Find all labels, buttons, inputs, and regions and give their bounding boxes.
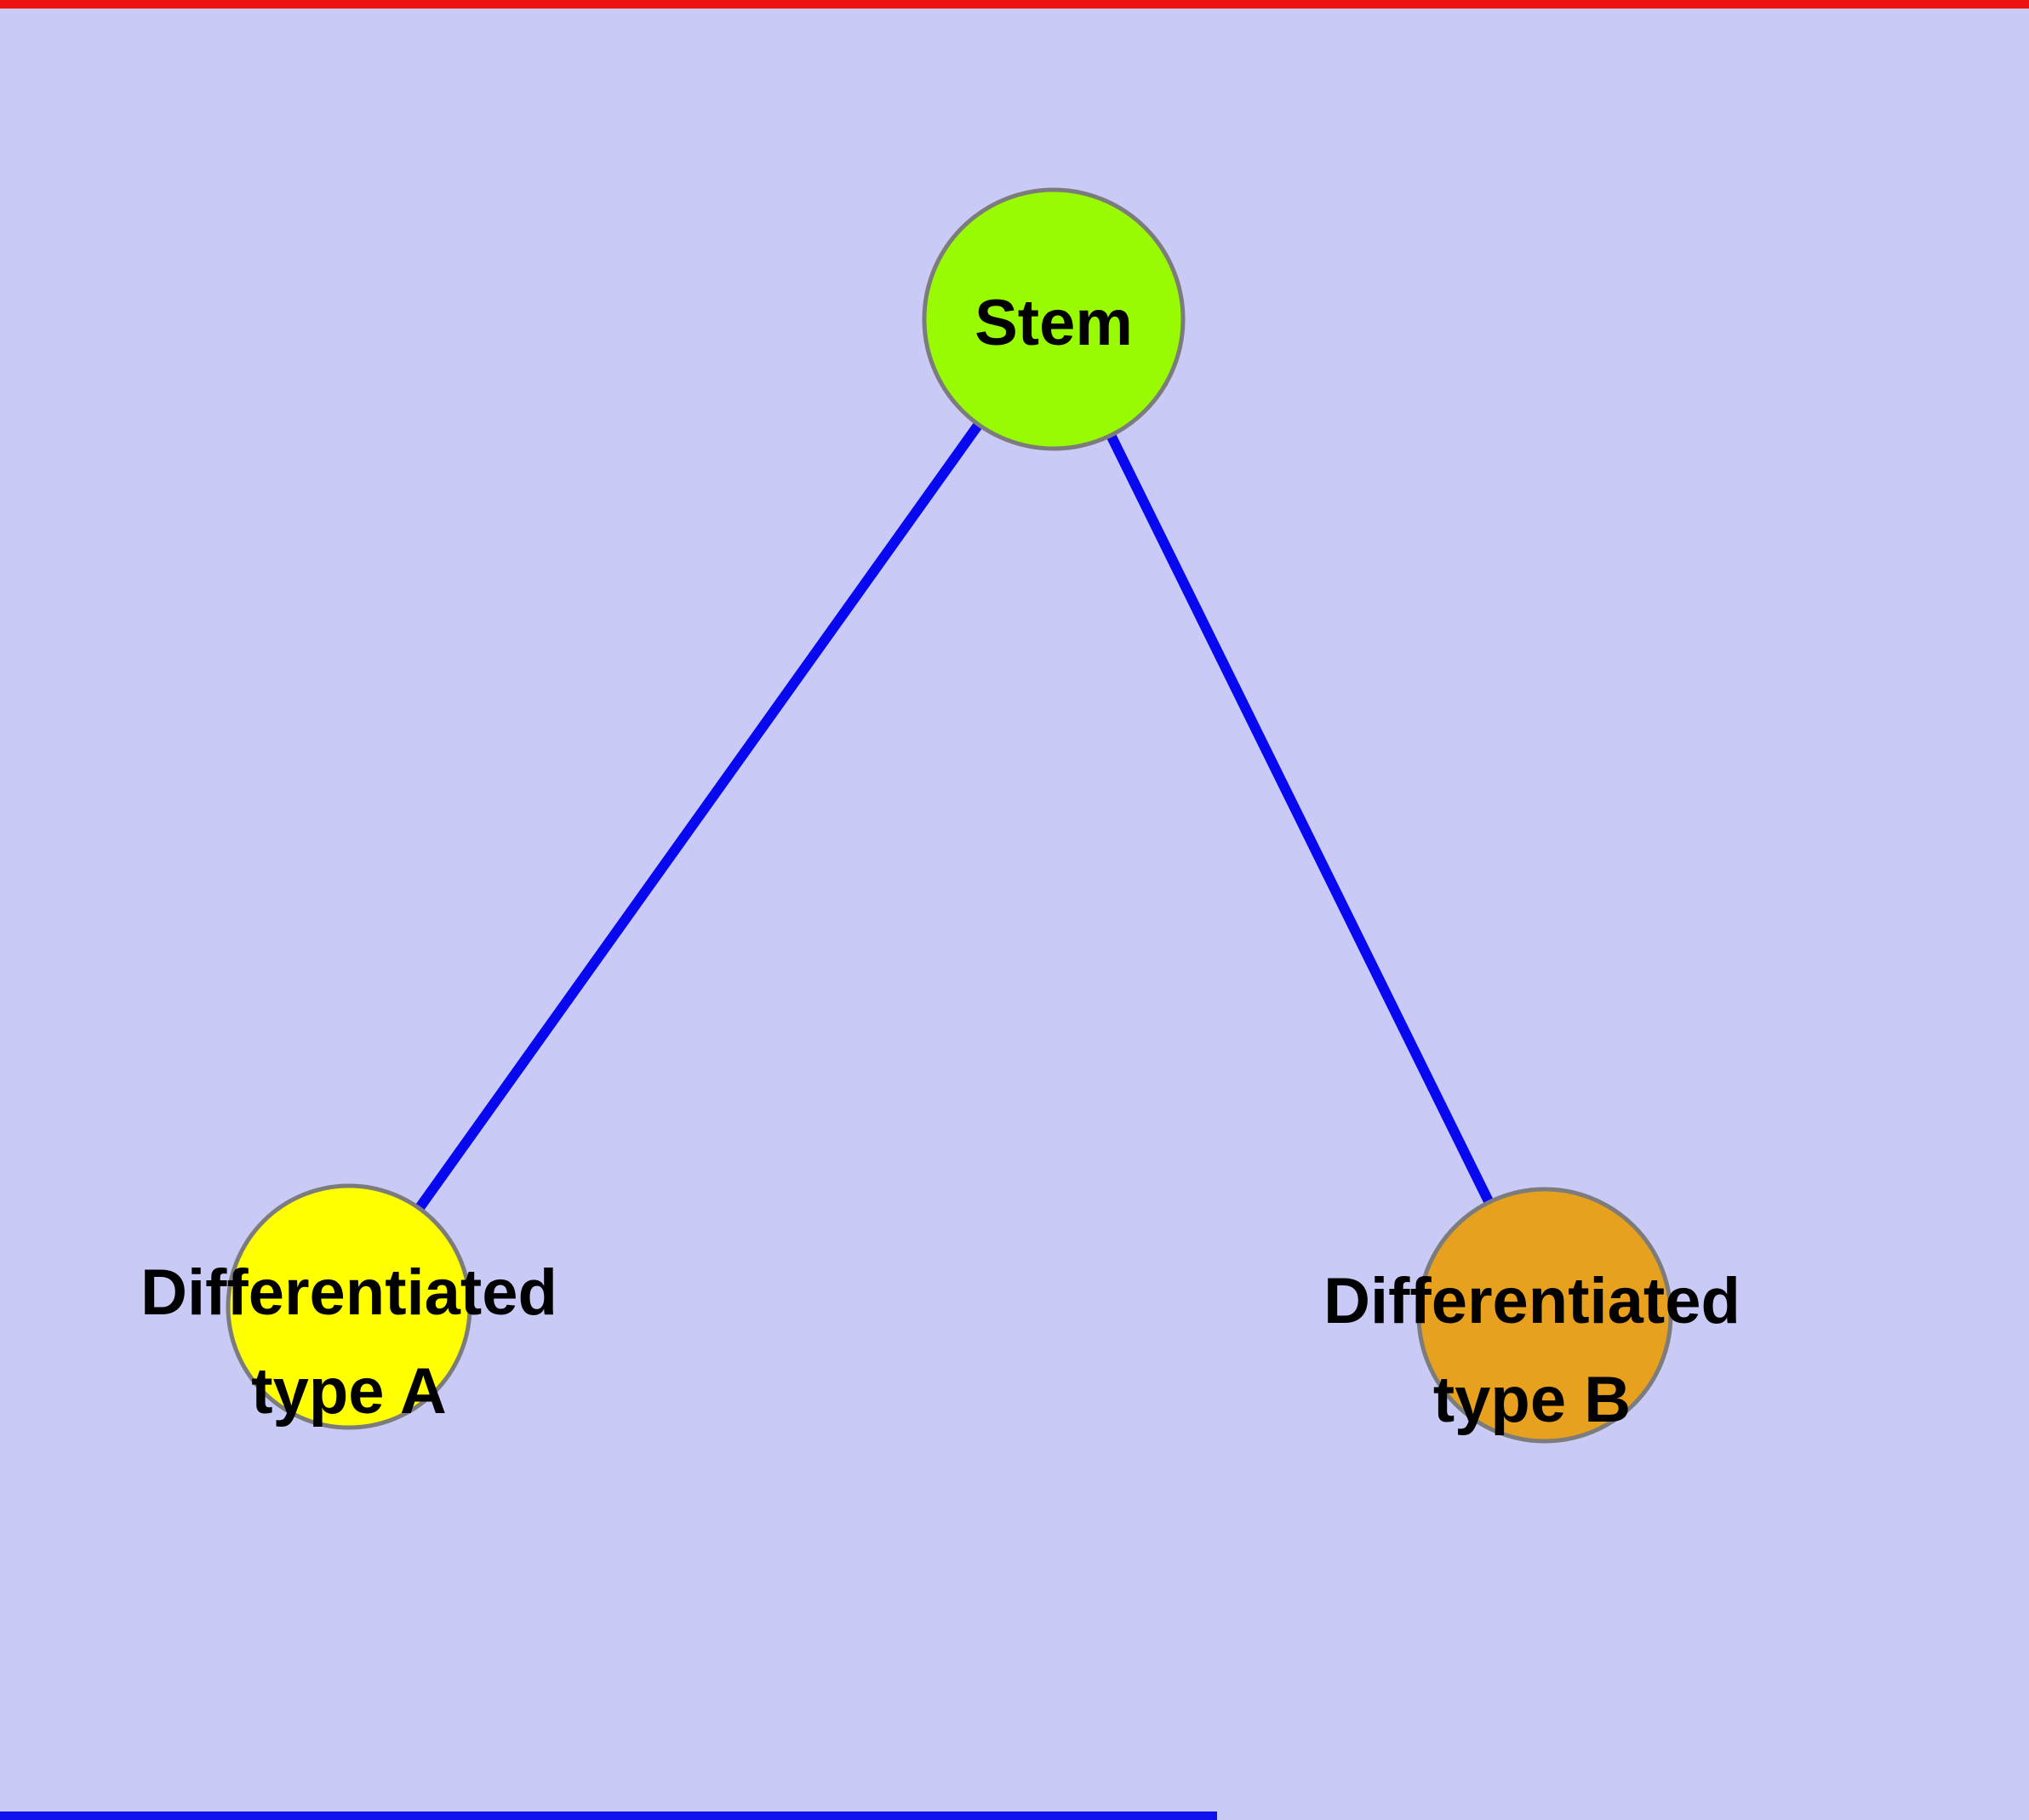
edge-stem-to-type-a[interactable] [345, 316, 1058, 1310]
node-type-b-label-line2: type B [1433, 1364, 1631, 1436]
node-type-b-circle[interactable] [1416, 1187, 1673, 1444]
node-type-a-label-line2: type A [251, 1355, 446, 1428]
top-accent-bar [0, 0, 2029, 9]
node-type-a-circle[interactable] [226, 1183, 472, 1430]
bottom-accent-bar [0, 1811, 1217, 1820]
node-stem-circle[interactable] [922, 187, 1186, 451]
node-type-b: Differentiated type B [1323, 1187, 1740, 1444]
edge-stem-to-type-b[interactable] [1049, 317, 1550, 1318]
node-type-a-label-line1: Differentiated [140, 1256, 557, 1329]
node-stem-label: Stem [974, 287, 1133, 359]
node-type-b-label-line1: Differentiated [1323, 1265, 1740, 1337]
node-stem: Stem [922, 187, 1186, 451]
node-type-a: Differentiated type A [140, 1183, 557, 1430]
